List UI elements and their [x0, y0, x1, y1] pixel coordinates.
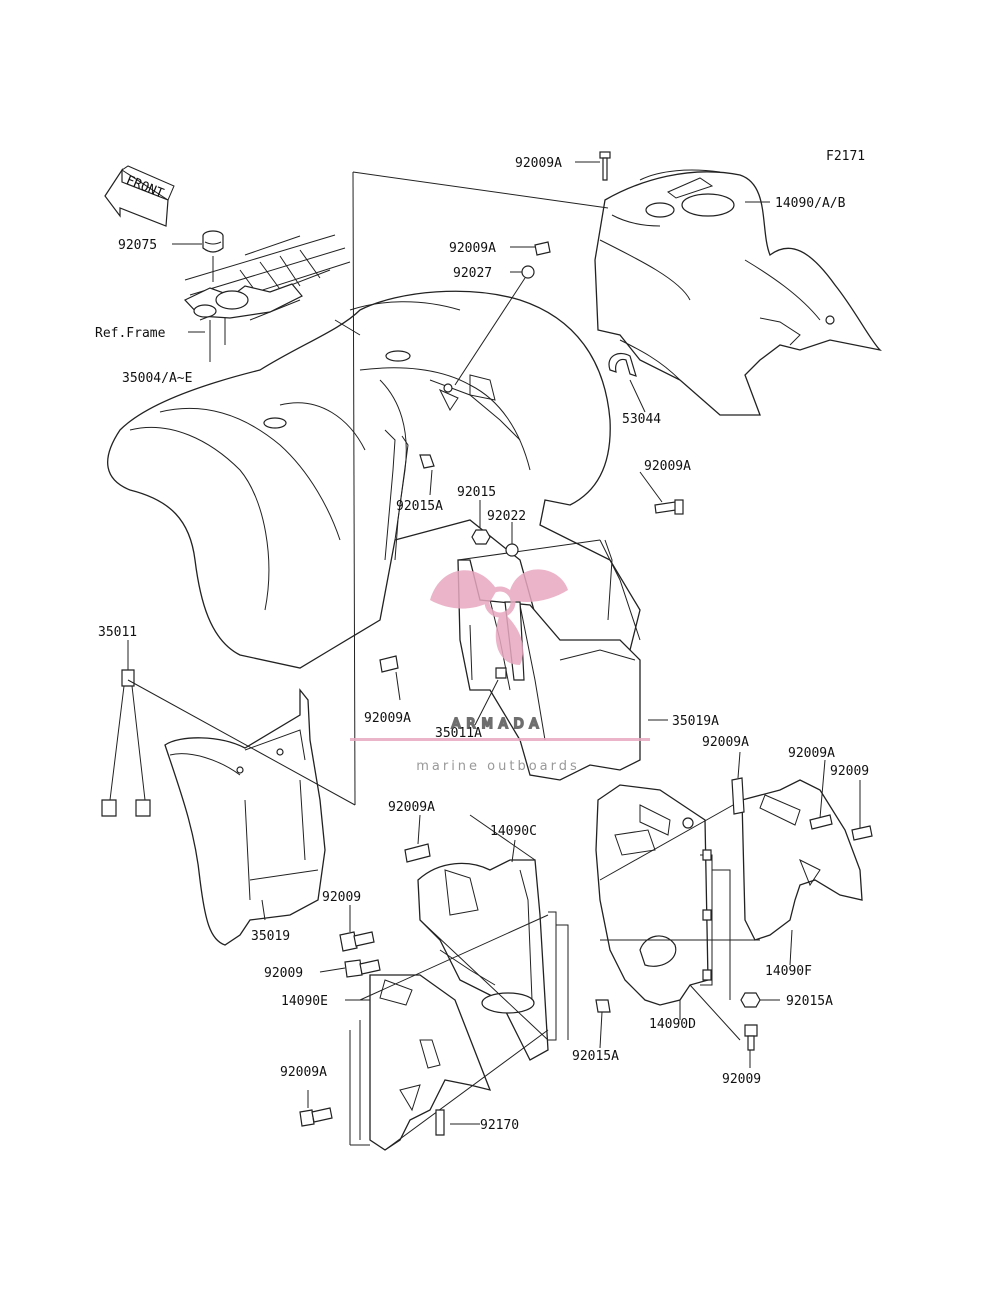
label-92015: 92015 [457, 485, 496, 500]
lower-left-strips [349, 911, 569, 1146]
figure-code: F2171 [826, 149, 865, 164]
label-ref-frame: Ref.Frame [95, 326, 166, 341]
side-cover-35019 [164, 688, 326, 946]
label-92027: 92027 [453, 266, 492, 281]
label-14090C: 14090C [490, 824, 537, 839]
label-92015A-low: 92015A [572, 1049, 619, 1064]
label-53044: 53044 [622, 412, 661, 427]
side-panel-14090F [741, 779, 863, 941]
label-35019: 35019 [251, 929, 290, 944]
label-92015A-upper: 92015A [396, 499, 443, 514]
label-92015A-right: 92015A [786, 994, 833, 1009]
fender-bracket [384, 429, 435, 561]
label-92009A-lowmid: 92009A [388, 800, 435, 815]
label-35019A: 35019A [672, 714, 719, 729]
watermark-tagline: marine outboards [416, 759, 580, 774]
front-arrow-icon: FRONT [104, 165, 175, 227]
side-panel-14090D [595, 784, 709, 1006]
label-92009A-r2: 92009A [788, 746, 835, 761]
label-14090AB: 14090/A/B [775, 196, 846, 211]
label-92009-bottom: 92009 [722, 1072, 761, 1087]
label-92009-b: 92009 [264, 966, 303, 981]
label-92009A-right: 92009A [644, 459, 691, 474]
label-92009A-center: 92009A [364, 711, 411, 726]
part-labels: F2171 92009A 14090/A/B 92075 92009A 9202… [95, 149, 869, 1133]
watermark-brand: ARMADA [452, 717, 545, 732]
tank-cover-14090AB [594, 169, 882, 416]
label-92009-r3: 92009 [830, 764, 869, 779]
label-92009A-r1: 92009A [702, 735, 749, 750]
lower-right-strips [700, 849, 731, 1000]
label-92009A-top: 92009A [515, 156, 562, 171]
grommet-92075 [202, 230, 224, 282]
front-fender-35004 [107, 290, 641, 681]
label-35011: 35011 [98, 625, 137, 640]
propeller-logo-icon [430, 569, 568, 665]
hardware [299, 151, 873, 1136]
label-14090E: 14090E [281, 994, 328, 1009]
leader-lines [127, 161, 861, 1125]
bracket-35011 [101, 650, 151, 817]
label-35011A: 35011A [435, 726, 482, 741]
label-92009A-low: 92009A [280, 1065, 327, 1080]
watermark: ARMADA marine outboards [350, 569, 650, 774]
label-92009-a: 92009 [322, 890, 361, 905]
label-35004: 35004/A~E [122, 371, 192, 386]
side-panel-14090E [369, 974, 492, 1151]
label-92075: 92075 [118, 238, 157, 253]
frame-reference [184, 234, 351, 345]
label-92009A-mid: 92009A [449, 241, 496, 256]
label-92022: 92022 [487, 509, 526, 524]
label-14090F: 14090F [765, 964, 812, 979]
guide-lines [127, 171, 760, 1151]
label-14090D: 14090D [649, 1017, 696, 1032]
clip-53044 [608, 352, 646, 413]
label-92170: 92170 [480, 1118, 519, 1133]
